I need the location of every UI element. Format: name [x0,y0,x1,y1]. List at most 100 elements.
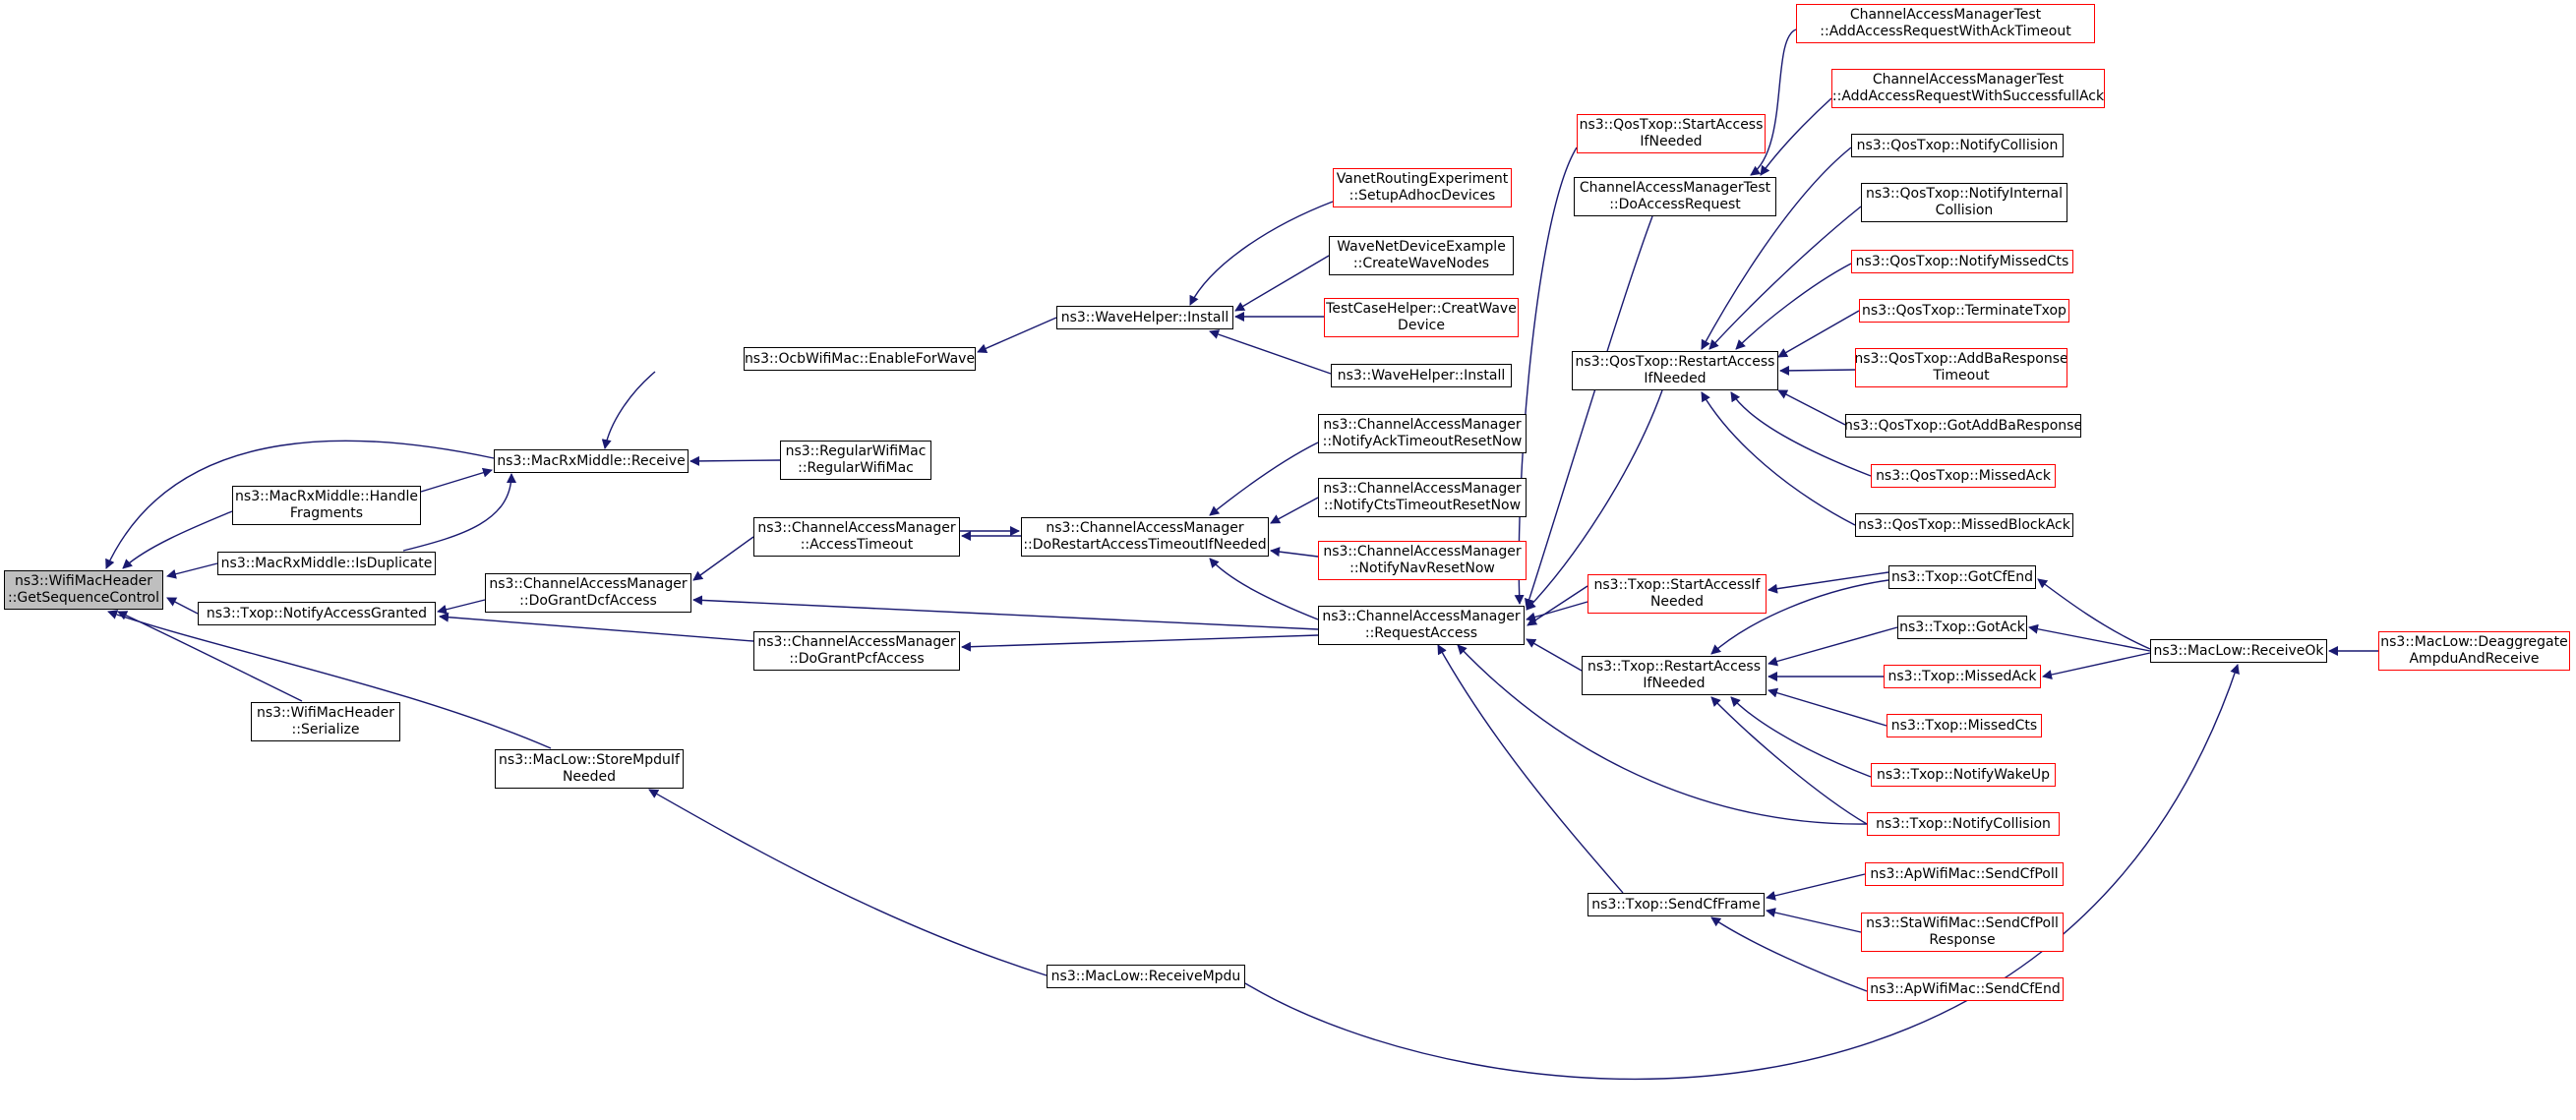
node-vanet-routing-experiment[interactable]: VanetRoutingExperiment ::SetupAdhocDevic… [1333,168,1512,207]
node-qos-txop-missed-ack[interactable]: ns3::QosTxop::MissedAck [1871,464,2056,488]
node-mac-low-store-mpdu-if-needed[interactable]: ns3::MacLow::StoreMpduIf Needed [495,749,684,789]
call-edge-32 [1437,644,1624,894]
call-edge-5 [107,610,552,749]
node-mac-rx-middle-is-duplicate[interactable]: ns3::MacRxMiddle::IsDuplicate [217,552,436,575]
node-qos-txop-got-add-ba-response[interactable]: ns3::QosTxop::GotAddBaResponse [1845,414,2081,438]
call-edge-7 [689,455,781,466]
call-edge-55 [2037,578,2151,650]
node-camt-do-access-request[interactable]: ChannelAccessManagerTest ::DoAccessReque… [1574,177,1776,216]
call-edge-0 [105,440,495,569]
node-sta-wifi-mac-send-cf-poll-response[interactable]: ns3::StaWifiMac::SendCfPoll Response [1861,913,2064,952]
node-mac-low-receive-ok[interactable]: ns3::MacLow::ReceiveOk [2150,639,2327,663]
call-edge-43 [1701,391,1856,526]
node-qos-txop-notify-collision[interactable]: ns3::QosTxop::NotifyCollision [1851,134,2064,157]
call-edge-31 [1526,638,1583,672]
node-cam-notify-cts-timeout-reset[interactable]: ns3::ChannelAccessManager ::NotifyCtsTim… [1318,478,1527,517]
call-edge-45 [1767,626,1898,667]
node-cam-do-restart-access-timeout[interactable]: ns3::ChannelAccessManager ::DoRestartAcc… [1021,517,1269,557]
node-cam-request-access[interactable]: ns3::ChannelAccessManager ::RequestAcces… [1318,606,1525,645]
call-edge-10 [437,599,486,615]
node-mac-rx-middle-handle-fragments[interactable]: ns3::MacRxMiddle::Handle Fragments [232,486,421,525]
call-edge-54 [1767,571,1889,594]
node-wave-net-device-example[interactable]: WaveNetDeviceExample ::CreateWaveNodes [1329,236,1514,275]
call-edge-11 [439,612,754,642]
node-txop-notify-collision[interactable]: ns3::Txop::NotifyCollision [1867,812,2060,836]
node-ocb-wifi-mac-enable-for-wave[interactable]: ns3::OcbWifiMac::EnableForWave [744,347,976,371]
call-edge-42 [1730,391,1872,477]
call-edge-34 [1750,29,1797,176]
call-edge-51 [1766,873,1866,901]
node-mac-low-deaggregate-ampdu[interactable]: ns3::MacLow::Deaggregate AmpduAndReceive [2378,631,2570,671]
call-edge-35 [1760,97,1832,176]
node-camt-add-ack-timeout[interactable]: ChannelAccessManagerTest ::AddAccessRequ… [1796,4,2095,43]
call-edge-47 [1767,687,1887,727]
call-edge-53 [1710,916,1868,992]
call-edge-59 [1244,664,2240,1081]
node-test-case-helper[interactable]: TestCaseHelper::CreatWave Device [1324,298,1519,337]
node-cam-do-grant-pcf-access[interactable]: ns3::ChannelAccessManager ::DoGrantPcfAc… [753,631,960,671]
node-mac-rx-middle-receive[interactable]: ns3::MacRxMiddle::Receive [494,449,689,473]
node-txop-missed-cts[interactable]: ns3::Txop::MissedCts [1887,714,2042,737]
node-qos-txop-restart-access-if-needed[interactable]: ns3::QosTxop::RestartAccess IfNeeded [1572,351,1778,390]
call-edge-9 [402,473,516,552]
node-cam-access-timeout[interactable]: ns3::ChannelAccessManager ::AccessTimeou… [753,517,960,557]
call-edge-44 [1710,579,1889,655]
call-edge-48 [1730,696,1872,778]
call-edge-28 [1524,215,1653,609]
call-edge-23 [1270,547,1319,558]
node-wifi-mac-header-serialize[interactable]: ns3::WifiMacHeader ::Serialize [251,702,400,741]
call-edge-20 [1209,329,1332,375]
node-qos-txop-notify-missed-cts[interactable]: ns3::QosTxop::NotifyMissedCts [1851,250,2073,273]
call-edge-18 [1234,255,1330,312]
call-edge-8 [420,467,493,493]
call-edge-22 [1270,497,1319,524]
call-edge-12 [692,536,754,581]
node-camt-add-successful-ack[interactable]: ChannelAccessManagerTest ::AddAccessRequ… [1831,69,2105,108]
call-edge-25 [692,595,1319,630]
node-wave-helper-install-2[interactable]: ns3::WaveHelper::Install [1331,364,1512,387]
call-edge-57 [2042,652,2151,679]
node-txop-notify-access-granted[interactable]: ns3::Txop::NotifyAccessGranted [198,602,436,625]
call-edge-3 [166,597,199,615]
node-qos-txop-missed-block-ack[interactable]: ns3::QosTxop::MissedBlockAck [1855,513,2073,537]
node-txop-notify-wake-up[interactable]: ns3::Txop::NotifyWakeUp [1871,763,2056,787]
call-edge-50 [1527,585,1588,626]
call-edge-41 [1777,389,1846,426]
node-txop-send-cf-frame[interactable]: ns3::Txop::SendCfFrame [1588,893,1765,916]
node-regular-wifi-mac[interactable]: ns3::RegularWifiMac ::RegularWifiMac [780,441,931,480]
node-mac-low-receive-mpdu[interactable]: ns3::MacLow::ReceiveMpdu [1047,965,1245,988]
call-edge-21 [1209,442,1319,516]
call-edge-49 [1710,696,1868,825]
node-wave-helper-install[interactable]: ns3::WaveHelper::Install [1056,306,1233,329]
node-cam-notify-ack-timeout-reset[interactable]: ns3::ChannelAccessManager ::NotifyAckTim… [1318,414,1527,453]
node-qos-txop-add-ba-response-timeout[interactable]: ns3::QosTxop::AddBaResponse Timeout [1855,348,2067,387]
node-ap-wifi-mac-send-cf-end[interactable]: ns3::ApWifiMac::SendCfEnd [1867,977,2064,1001]
node-qos-txop-start-access-if-needed[interactable]: ns3::QosTxop::StartAccess IfNeeded [1577,114,1766,153]
node-txop-got-cf-end[interactable]: ns3::Txop::GotCfEnd [1888,565,2036,589]
node-qos-txop-terminate-txop[interactable]: ns3::QosTxop::TerminateTxop [1859,299,2069,323]
call-edge-17 [1189,201,1334,306]
call-edge-1 [122,510,233,569]
node-txop-got-ack[interactable]: ns3::Txop::GotAck [1897,616,2027,639]
call-edge-29 [1526,389,1663,611]
call-edge-6 [601,371,656,449]
call-edge-24 [1209,558,1319,620]
call-edge-40 [1779,365,1856,376]
call-edge-36 [1701,147,1852,350]
call-edge-56 [2028,623,2151,652]
node-root-get-sequence-control[interactable]: ns3::WifiMacHeader ::GetSequenceControl [4,570,163,610]
call-edge-39 [1777,310,1860,358]
call-edge-2 [166,562,218,579]
node-cam-do-grant-dcf-access[interactable]: ns3::ChannelAccessManager ::DoGrantDcfAc… [485,573,691,613]
call-edge-37 [1708,206,1862,350]
node-txop-missed-ack[interactable]: ns3::Txop::MissedAck [1884,665,2041,688]
call-edge-26 [961,634,1319,652]
node-txop-start-access-if-needed[interactable]: ns3::Txop::StartAccessIf Needed [1588,574,1767,614]
node-qos-txop-notify-internal-collision[interactable]: ns3::QosTxop::NotifyInternal Collision [1861,183,2067,222]
node-ap-wifi-mac-send-cf-poll[interactable]: ns3::ApWifiMac::SendCfPoll [1865,862,2064,886]
call-edge-13 [977,317,1057,353]
node-cam-notify-nav-reset[interactable]: ns3::ChannelAccessManager ::NotifyNavRes… [1318,541,1527,580]
node-txop-restart-access-if-needed[interactable]: ns3::Txop::RestartAccess IfNeeded [1582,656,1767,695]
